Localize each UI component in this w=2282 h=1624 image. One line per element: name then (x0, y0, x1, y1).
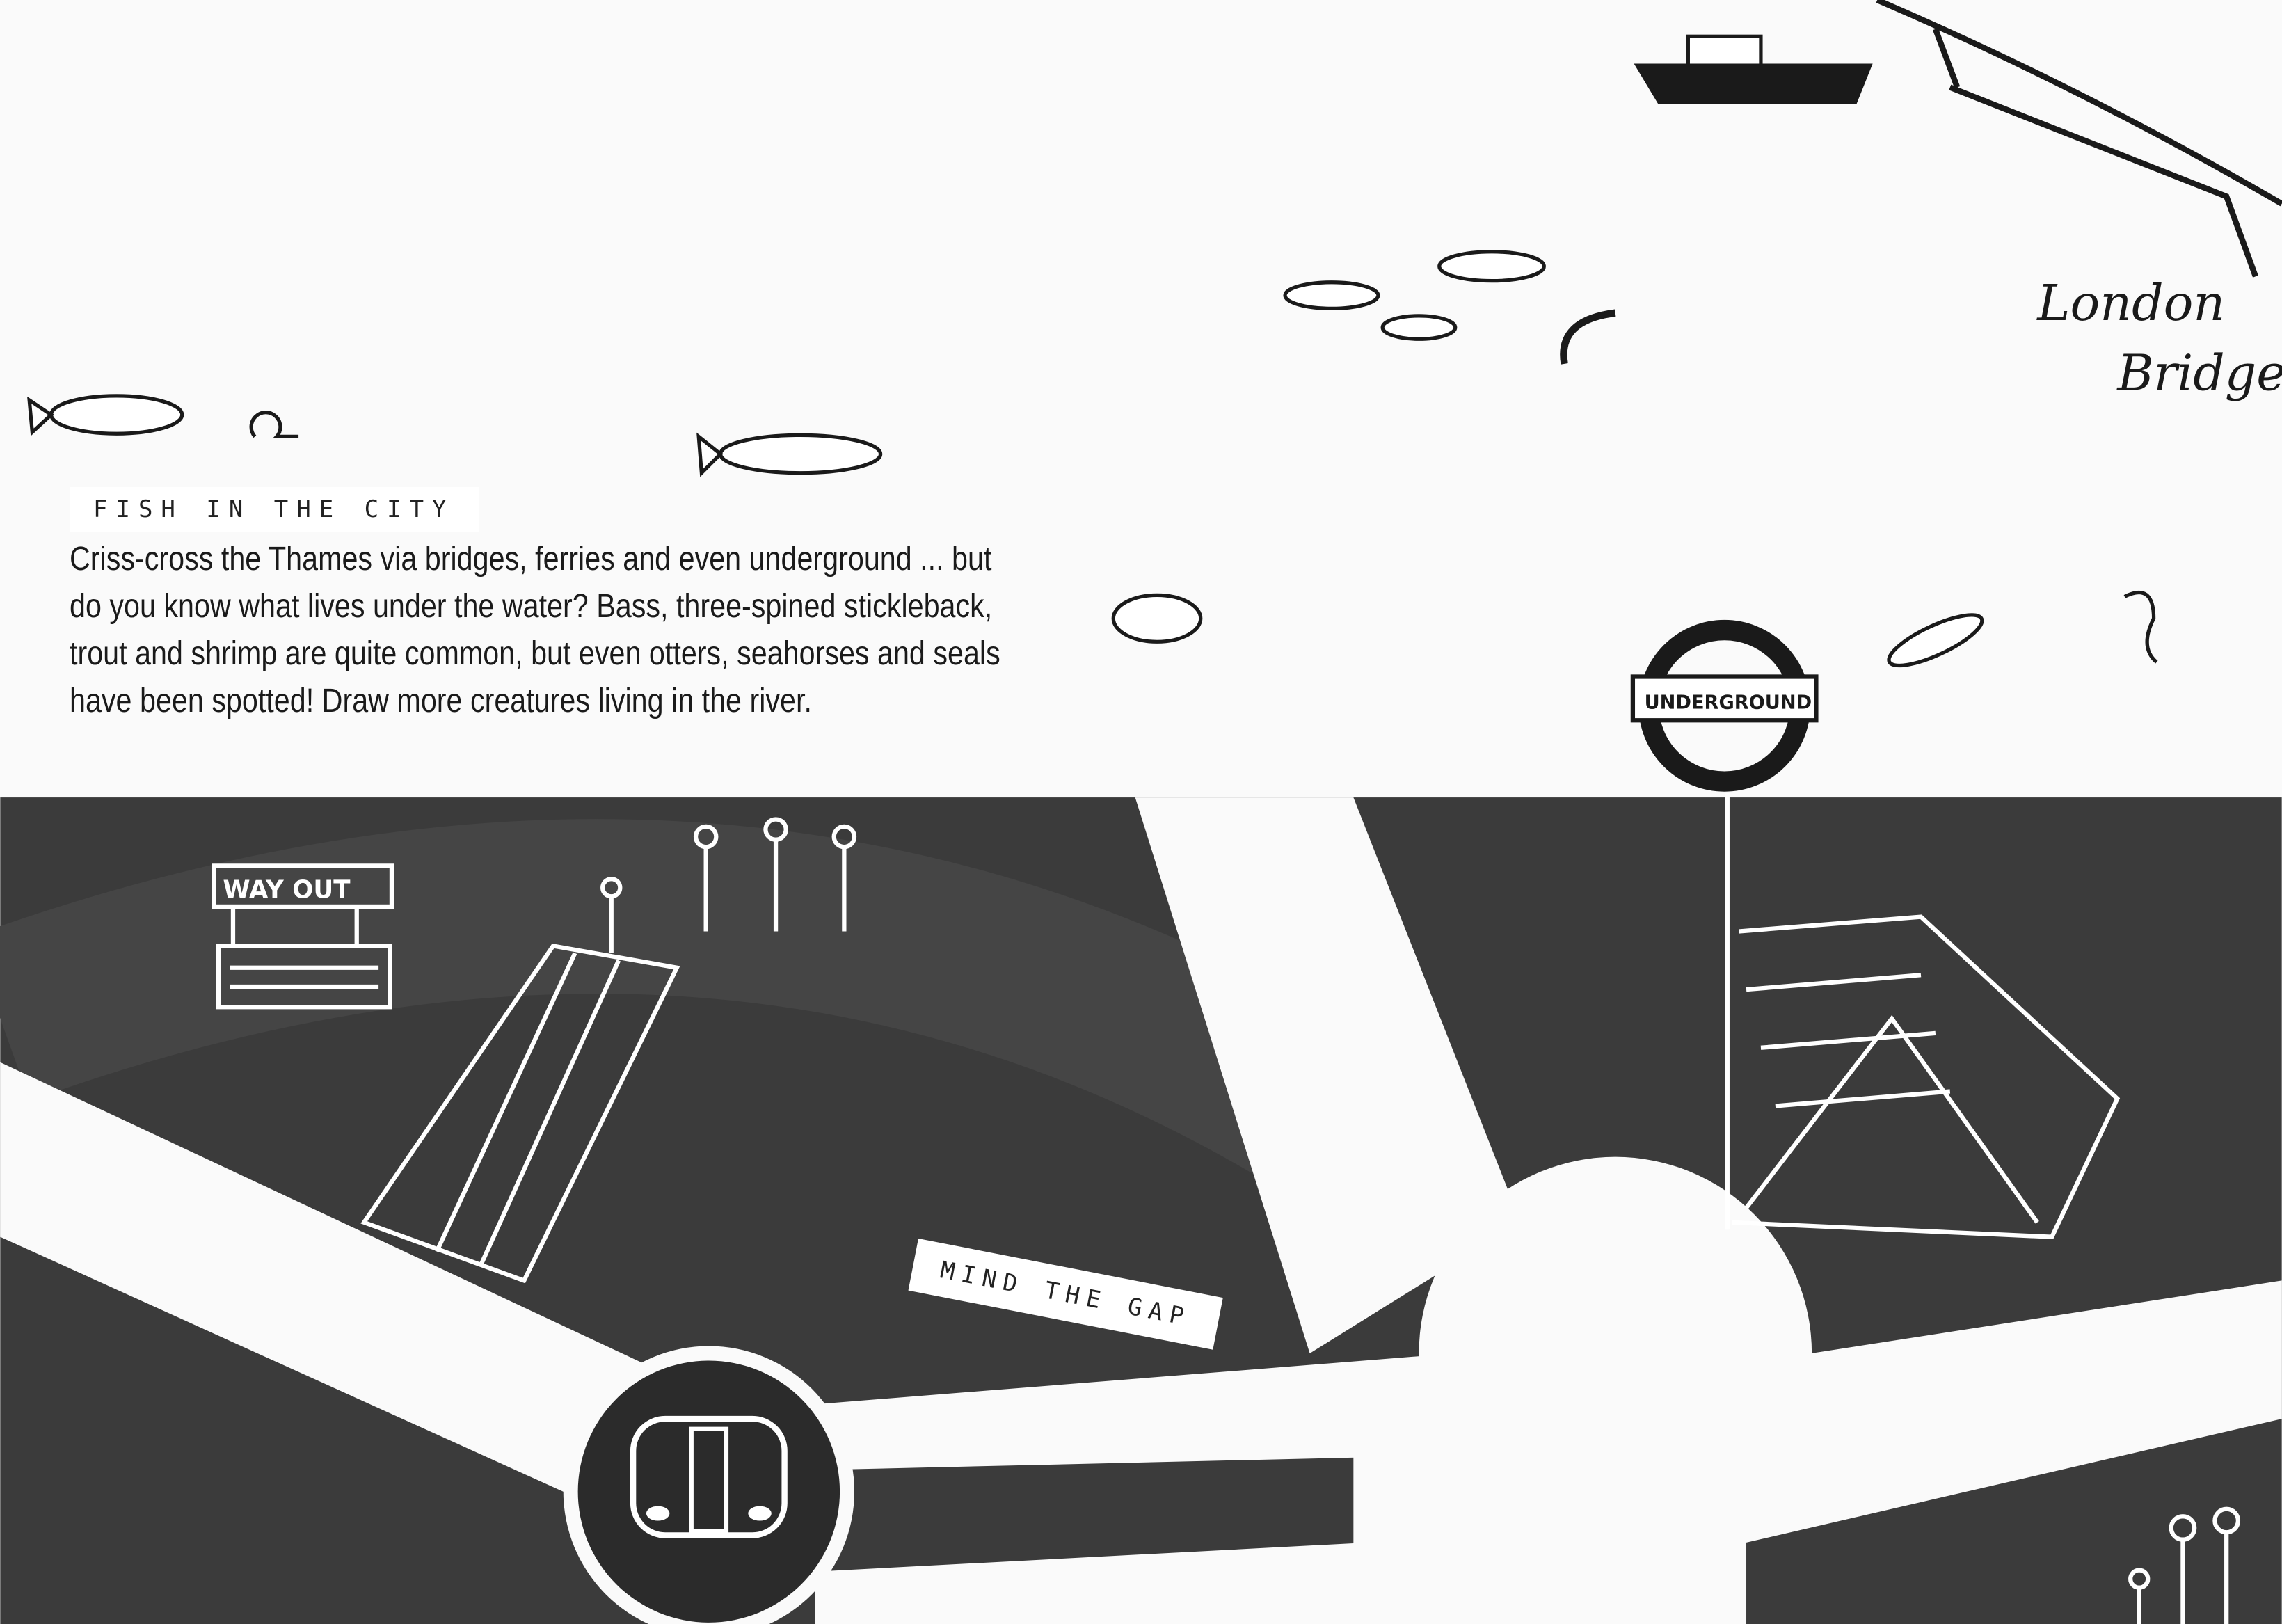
fish-icon (1437, 250, 1546, 283)
way-out-label: WAY OUT (223, 875, 351, 904)
section-body: Criss-cross the Thames via bridges, ferr… (70, 541, 1000, 719)
bass-icon (718, 433, 883, 475)
flatfish-icon (1111, 593, 1203, 644)
people (600, 817, 2241, 1624)
seahorse-icon (2123, 590, 2158, 664)
section-title: FISH IN THE CITY (70, 487, 479, 532)
train-icon (630, 1415, 788, 1538)
london-bridge-icon (1876, 0, 2282, 278)
trout-icon (49, 394, 184, 436)
london-label: London (2036, 274, 2225, 332)
boat-icon (1634, 63, 1873, 104)
escalator (360, 943, 680, 1284)
station-entrance (1725, 793, 2121, 1239)
snail-icon (249, 411, 299, 439)
stickleback-icon (1887, 613, 1984, 668)
river-creatures (27, 0, 2282, 668)
underground-roundel (1630, 619, 1819, 792)
train-roundel (563, 1346, 854, 1624)
bridge-label: Bridge (2116, 344, 2282, 401)
fish-icon (1283, 280, 1380, 310)
fish-icon (1380, 314, 1458, 341)
shrimp-icon (1560, 309, 1616, 365)
way-out-sign (212, 863, 394, 1010)
tunnels (0, 797, 2282, 1624)
underground-label: UNDERGROUND (1645, 692, 1812, 714)
